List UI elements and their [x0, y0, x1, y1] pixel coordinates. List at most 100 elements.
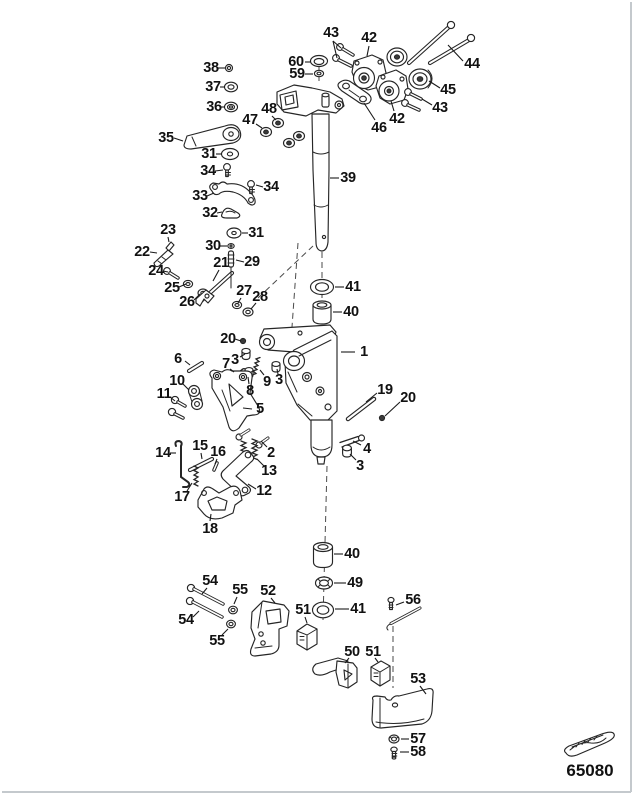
callout-leader-27 — [237, 297, 242, 304]
callout-34: 34 — [263, 179, 279, 195]
part-washer-28 — [242, 307, 254, 317]
callout-9: 9 — [263, 374, 271, 390]
part-ball-20a — [239, 337, 247, 345]
callout-37: 37 — [205, 79, 221, 95]
part-washer-30 — [227, 243, 235, 249]
callout-20: 20 — [400, 390, 416, 406]
callout-leader-34 — [214, 169, 224, 172]
callout-18: 18 — [202, 521, 218, 537]
callout-leader-52 — [270, 597, 276, 604]
callout-41: 41 — [350, 601, 366, 617]
callout-leader-15 — [200, 452, 203, 460]
callout-21: 21 — [213, 255, 229, 271]
callout-leader-6 — [184, 360, 191, 366]
callout-leader-34 — [255, 184, 264, 188]
part-washer-37 — [223, 81, 239, 93]
part-disc-45a — [386, 47, 408, 67]
callout-leader-3 — [239, 353, 246, 358]
callout-49: 49 — [347, 575, 363, 591]
part-clip-32 — [220, 207, 241, 219]
callout-28: 28 — [252, 289, 268, 305]
part-swivel-shaft-39 — [276, 84, 345, 252]
part-screws-43b — [401, 88, 423, 112]
callout-40: 40 — [343, 304, 359, 320]
part-link-10 — [187, 384, 204, 411]
part-pin-29 — [227, 250, 235, 289]
callout-leader-21 — [212, 269, 220, 282]
callout-7: 7 — [222, 356, 230, 372]
part-washer-49 — [314, 576, 334, 590]
callout-31: 31 — [201, 146, 217, 162]
part-nut-38 — [224, 63, 234, 73]
part-rod-14 — [174, 439, 191, 488]
callout-50: 50 — [344, 644, 360, 660]
callout-44: 44 — [464, 56, 480, 72]
part-washers-55 — [226, 605, 238, 629]
callout-leader-33 — [206, 192, 215, 197]
callout-leader-4 — [352, 440, 362, 446]
callout-leader-5 — [242, 407, 253, 410]
part-link-33 — [209, 181, 256, 206]
callout-leader-29 — [235, 259, 245, 263]
callout-26: 26 — [179, 294, 195, 310]
part-bracket-18 — [197, 485, 243, 520]
callout-55: 55 — [209, 633, 225, 649]
callout-leader-50 — [344, 657, 350, 664]
callout-6: 6 — [174, 351, 182, 367]
part-washer-31a — [220, 147, 240, 161]
callout-51: 51 — [365, 644, 381, 660]
callout-leader-56 — [395, 601, 405, 606]
callout-20: 20 — [220, 331, 236, 347]
part-bracket-52 — [249, 600, 290, 657]
callout-3: 3 — [356, 458, 364, 474]
callout-56: 56 — [405, 592, 421, 608]
callout-leader-51 — [374, 657, 379, 663]
part-ball-20b — [378, 414, 386, 422]
callout-leader-35 — [173, 137, 184, 142]
part-washer-27 — [231, 300, 243, 310]
part-cover-53 — [371, 687, 434, 729]
part-washer-31b — [226, 227, 242, 239]
callout-35: 35 — [158, 130, 174, 146]
callout-leader-32 — [216, 211, 223, 214]
part-disc-45b — [408, 68, 433, 90]
callout-leader-47 — [255, 123, 263, 129]
callout-leader-42 — [390, 100, 395, 112]
drawing-number: 65080 — [566, 761, 613, 780]
callout-leader-43 — [421, 98, 433, 106]
part-screw-58 — [390, 746, 398, 760]
callout-60: 60 — [288, 54, 304, 70]
callout-14: 14 — [155, 445, 171, 461]
callout-55: 55 — [232, 582, 248, 598]
part-rod-15 — [187, 456, 215, 473]
part-bushing-40b — [312, 541, 334, 569]
callout-leader-12 — [247, 483, 257, 490]
part-mount-42b — [375, 69, 409, 105]
callout-19: 19 — [377, 382, 393, 398]
callout-36: 36 — [206, 99, 222, 115]
brand-boat-logo-icon — [563, 731, 615, 757]
part-bushing-3b — [271, 361, 281, 373]
callout-leader-22 — [149, 251, 158, 254]
part-screws-43a — [332, 43, 355, 68]
part-screws-11 — [167, 395, 187, 420]
callout-1: 1 — [360, 344, 368, 360]
callout-41: 41 — [345, 279, 361, 295]
part-cap-60 — [309, 54, 329, 68]
callout-46: 46 — [371, 120, 387, 136]
callout-leader-55 — [233, 596, 238, 605]
part-screw-24 — [163, 267, 180, 280]
part-nuts-47-48 — [259, 117, 306, 149]
callout-42: 42 — [361, 30, 377, 46]
callout-leader-48 — [271, 115, 277, 121]
callout-30: 30 — [205, 238, 221, 254]
part-rod-21 — [195, 270, 235, 307]
part-pin-16 — [212, 461, 219, 472]
callout-33: 33 — [192, 188, 208, 204]
callout-23: 23 — [160, 222, 176, 238]
part-bolts-54 — [185, 583, 225, 619]
